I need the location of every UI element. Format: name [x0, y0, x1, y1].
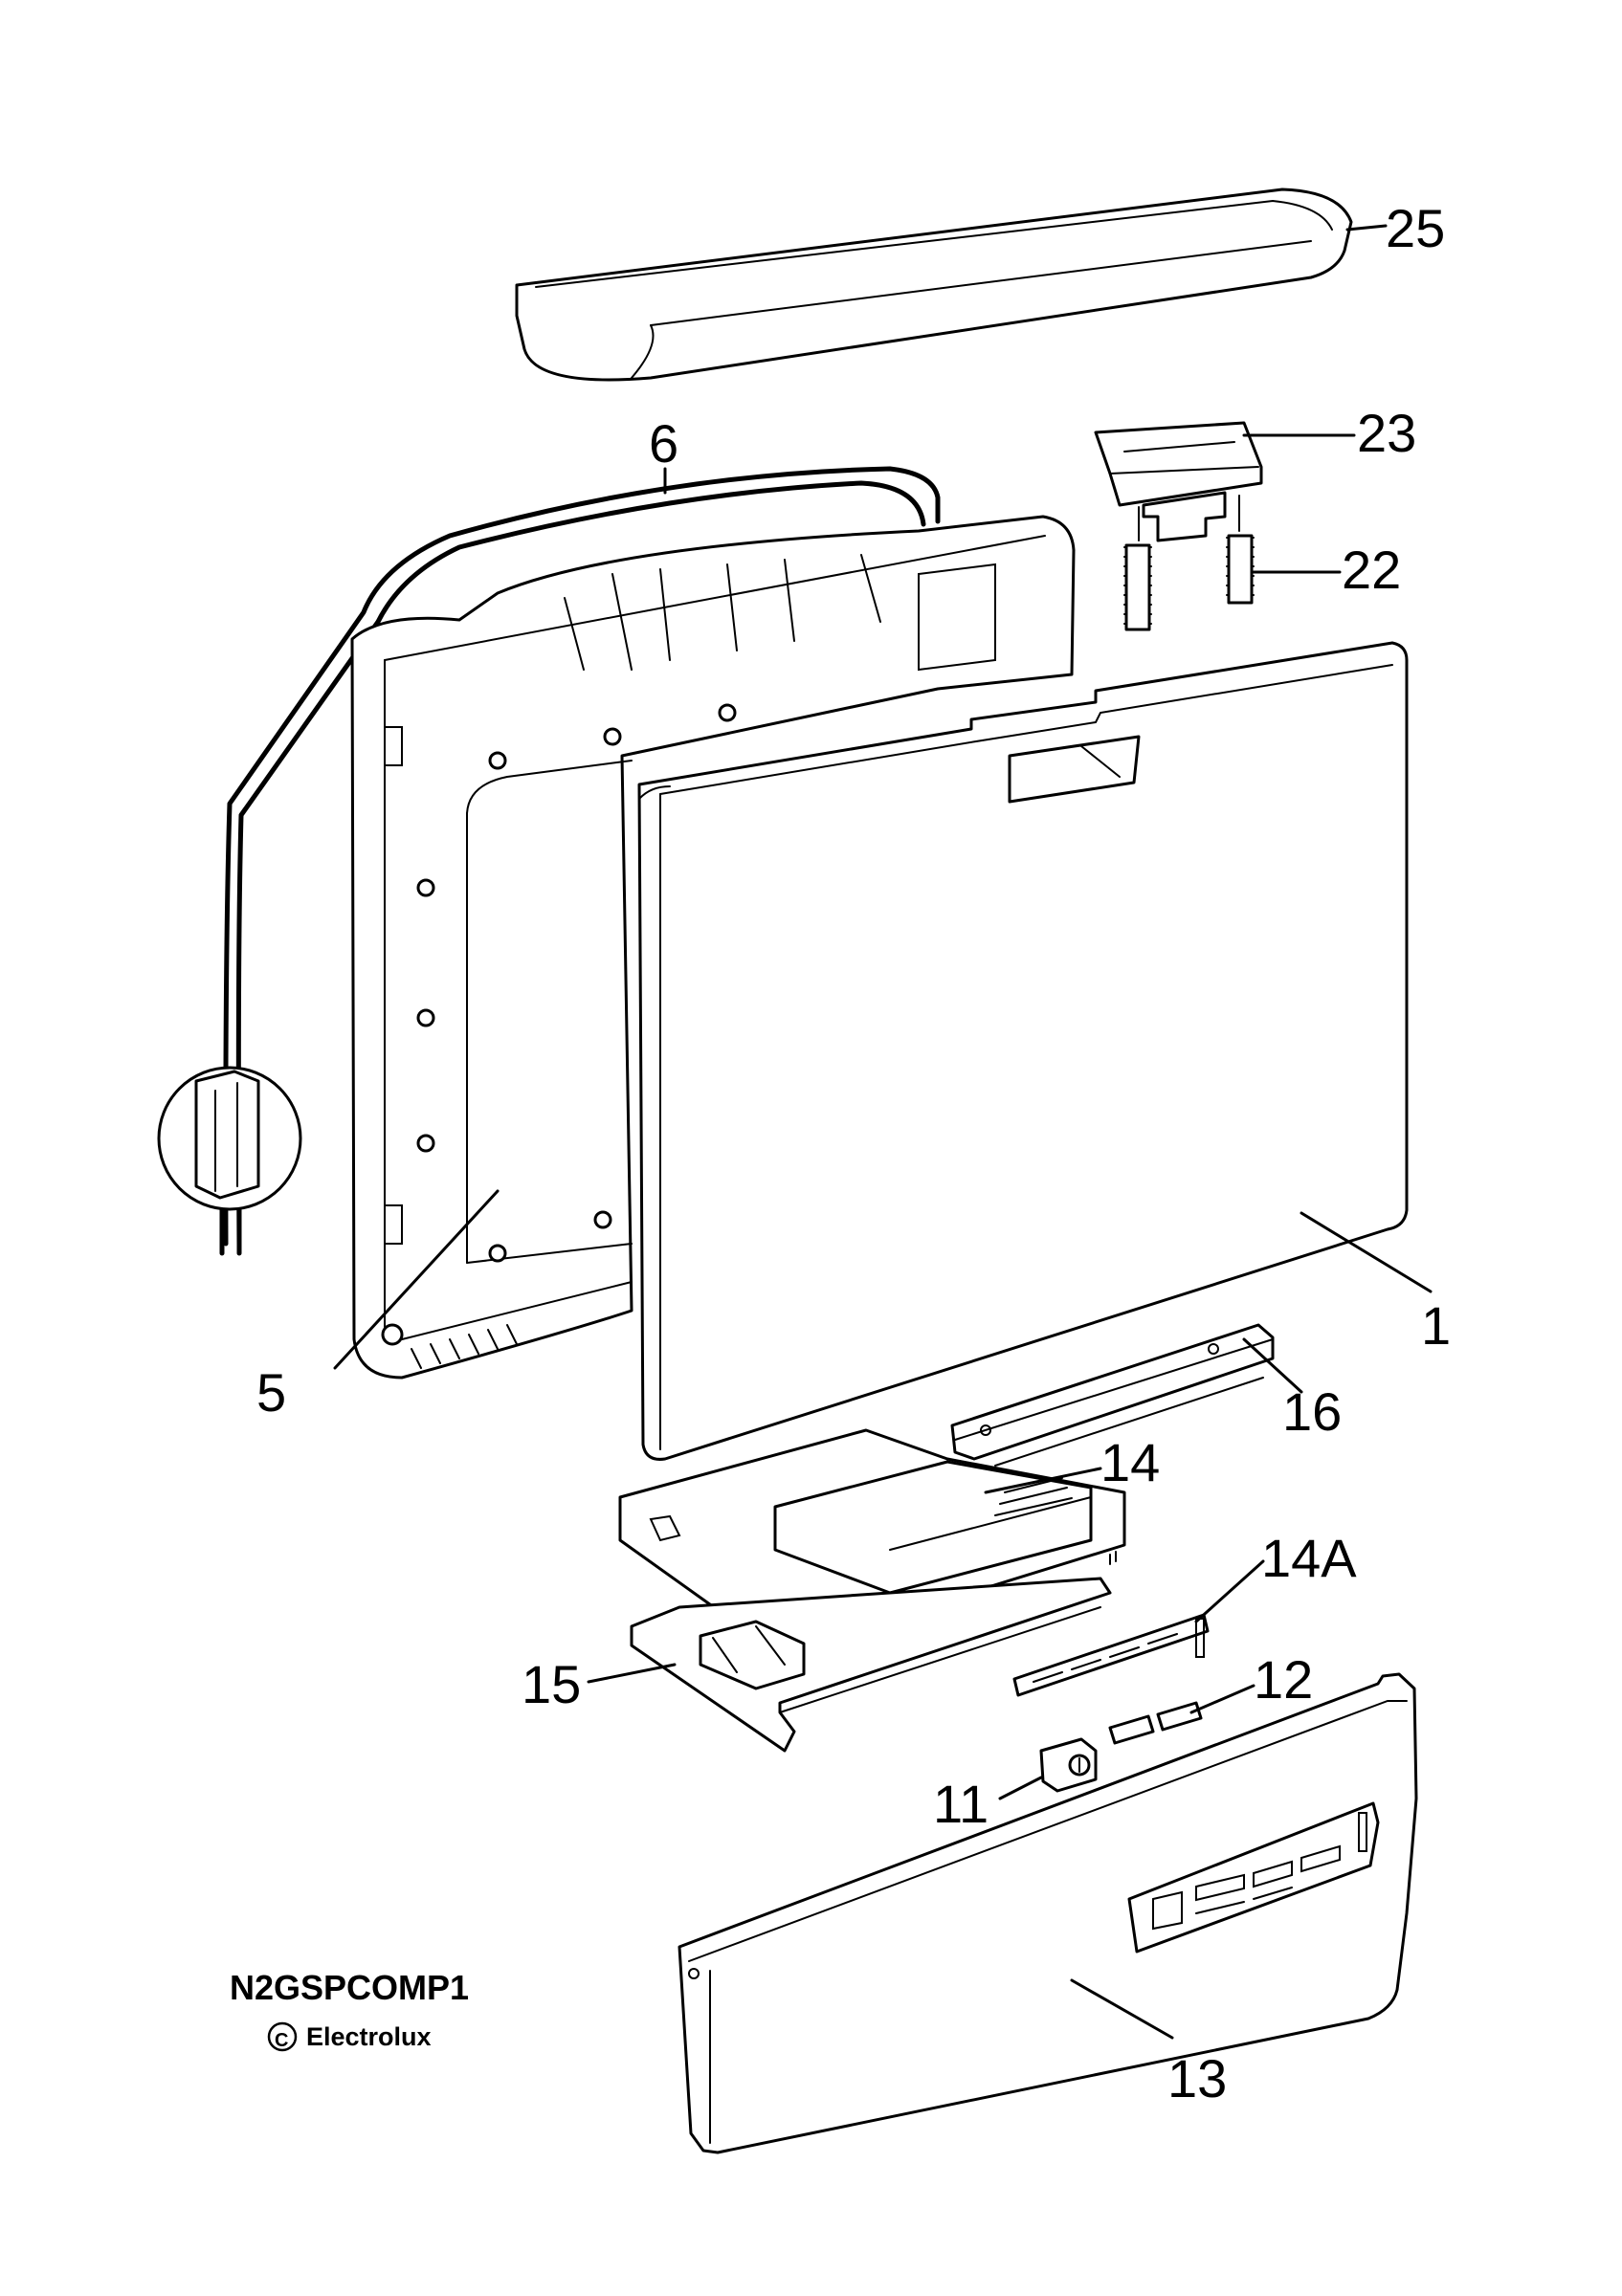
- callout-11: 11: [933, 1774, 989, 1834]
- callout-22: 22: [1342, 540, 1401, 600]
- callout-25: 25: [1386, 198, 1445, 258]
- callout-13: 13: [1167, 2048, 1227, 2108]
- leader-lines: [333, 224, 1433, 2040]
- drawing-code: N2GSPCOMP1: [230, 1968, 469, 2007]
- callout-labels: 25 23 22 6 1 5 16 14 14A 12 15 11 13: [256, 198, 1451, 2108]
- callout-16: 16: [1282, 1381, 1342, 1442]
- part-23-latch: [1094, 421, 1263, 542]
- callout-1: 1: [1421, 1295, 1451, 1356]
- part-11-power-switch: [1039, 1737, 1098, 1793]
- part-16-rail: [950, 1323, 1275, 1467]
- drawing-identification: N2GSPCOMP1 C Electrolux: [230, 1968, 469, 2052]
- part-13-control-panel: [678, 1672, 1418, 2154]
- part-12-buttons: [1108, 1701, 1203, 1745]
- part-15-pcb-bracket: [630, 1577, 1112, 1753]
- part-25-top-trim: [515, 188, 1353, 382]
- callout-15: 15: [522, 1654, 581, 1714]
- callout-14a: 14A: [1261, 1528, 1357, 1588]
- copyright-owner: Electrolux: [306, 2022, 432, 2051]
- callout-6: 6: [649, 413, 678, 474]
- copyright-circle: [267, 2021, 298, 2052]
- callout-12: 12: [1254, 1649, 1313, 1710]
- callout-5: 5: [256, 1362, 286, 1423]
- callout-14: 14: [1100, 1432, 1160, 1492]
- seal-detail-circle: [157, 1066, 302, 1211]
- part-22-springs: [1123, 495, 1255, 631]
- part-5-inner-door: [350, 515, 1076, 1380]
- part-1-outer-door-panel: [637, 641, 1409, 1461]
- copyright-symbol: C: [275, 2030, 288, 2051]
- callout-23: 23: [1357, 403, 1416, 463]
